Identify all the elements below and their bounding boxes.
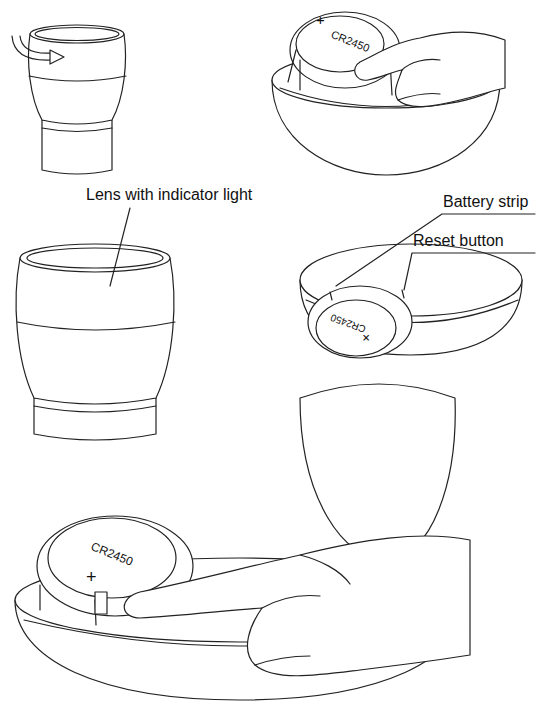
reset-press	[15, 516, 470, 700]
part-label: +	[86, 568, 97, 586]
part-label: Lens with indicator light	[86, 187, 252, 203]
battery-marking: +	[316, 12, 325, 27]
base-battery-insert	[272, 12, 505, 175]
sensor-assembled	[16, 208, 175, 440]
sensor-rotate	[12, 25, 126, 174]
part-label: Battery strip	[443, 194, 528, 210]
base-with-cover	[300, 214, 535, 560]
part-label: Reset button	[413, 233, 504, 249]
